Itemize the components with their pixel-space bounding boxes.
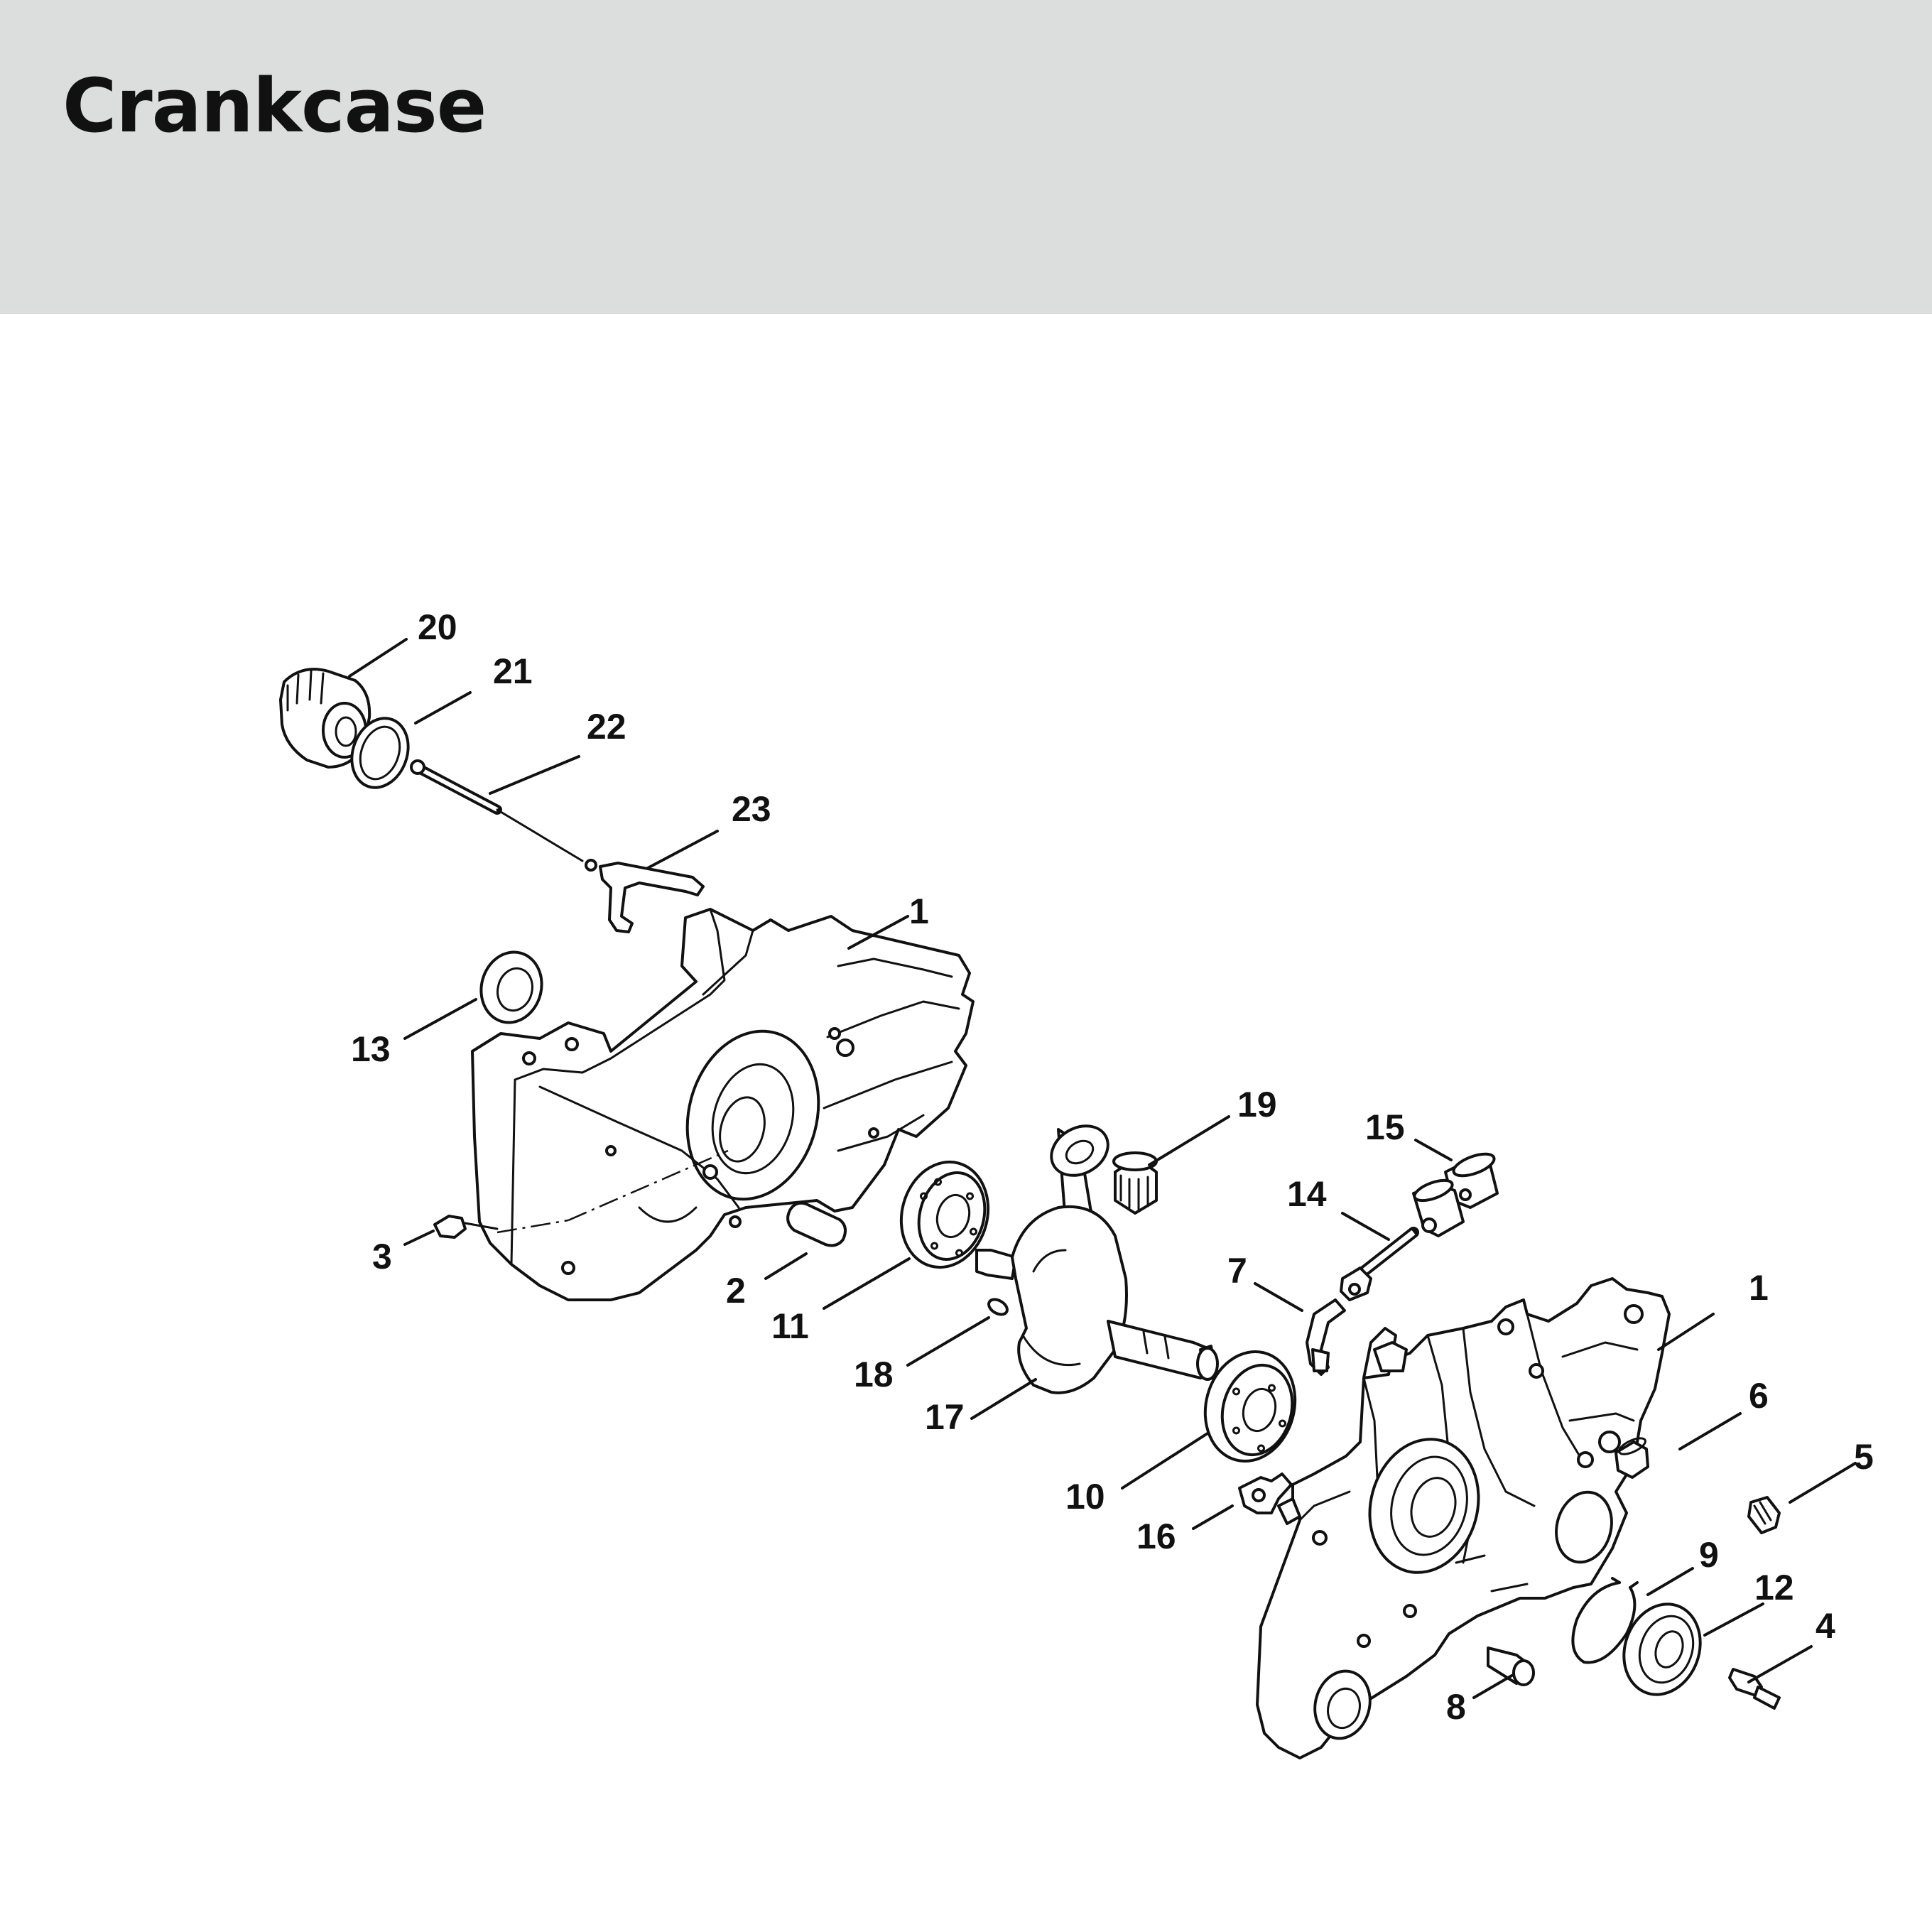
- part-5-bushing: [1747, 1496, 1781, 1534]
- part-11-ball-bearing: [899, 1160, 990, 1269]
- part-4-stud: [1728, 1668, 1781, 1710]
- callout-14: 14: [1287, 1174, 1327, 1214]
- callout-1-left: 1: [909, 891, 929, 931]
- callout-15: 15: [1365, 1107, 1405, 1147]
- part-7-elbow: [1306, 1298, 1346, 1376]
- callout-2: 2: [726, 1271, 746, 1311]
- part-16-bracket: [1238, 1472, 1293, 1514]
- part-14-hose: [1340, 1178, 1465, 1301]
- callout-19: 19: [1237, 1085, 1277, 1124]
- part-22-rod: [410, 759, 597, 872]
- callout-16: 16: [1136, 1517, 1176, 1556]
- page-title: Crankcase: [63, 63, 487, 149]
- part-8-screw: [1487, 1647, 1535, 1686]
- callout-20: 20: [418, 607, 457, 647]
- part-18-key: [987, 1298, 1009, 1316]
- callout-12: 12: [1754, 1568, 1794, 1607]
- part-1-crankcase-right: [1256, 1277, 1671, 1759]
- part-12-oil-seal: [1622, 1602, 1702, 1696]
- part-13-oil-seal: [479, 950, 543, 1024]
- part-2-pin: [786, 1201, 847, 1247]
- callout-13: 13: [351, 1029, 391, 1069]
- header-band: Crankcase: [0, 0, 1932, 314]
- part-19-needle-bearing: [1112, 1151, 1158, 1215]
- callout-8: 8: [1446, 1687, 1466, 1727]
- part-6-plug: [1614, 1437, 1649, 1479]
- part-21-seal-ring: [350, 717, 410, 789]
- callout-labels: 20 21 22 23 1 13 3 2 11 18 17 19 15 14 7…: [351, 607, 1874, 1727]
- part-10-ball-bearing: [1203, 1350, 1297, 1463]
- callout-22: 22: [587, 707, 626, 747]
- callout-3: 3: [372, 1237, 392, 1276]
- callout-1-right: 1: [1749, 1268, 1769, 1308]
- callout-10: 10: [1065, 1477, 1105, 1517]
- callout-11: 11: [771, 1306, 809, 1346]
- callout-6: 6: [1749, 1376, 1769, 1416]
- part-1-crankcase-left: [471, 908, 975, 1301]
- part-9-circlip: [1571, 1577, 1639, 1664]
- callout-17: 17: [925, 1397, 965, 1437]
- callout-9: 9: [1699, 1535, 1719, 1575]
- callout-21: 21: [493, 651, 533, 691]
- leader-lines: [348, 638, 1857, 1699]
- callout-18: 18: [854, 1355, 894, 1394]
- part-23-bracket: [599, 862, 705, 933]
- part-17-crankshaft: [975, 1124, 1219, 1394]
- callout-7: 7: [1227, 1251, 1247, 1291]
- part-15-sleeve: [1444, 1152, 1499, 1209]
- callout-4: 4: [1816, 1606, 1835, 1646]
- part-3-screw: [433, 1215, 499, 1239]
- part-20-cap: [279, 668, 371, 769]
- callout-5: 5: [1854, 1437, 1874, 1477]
- callout-23: 23: [732, 789, 771, 829]
